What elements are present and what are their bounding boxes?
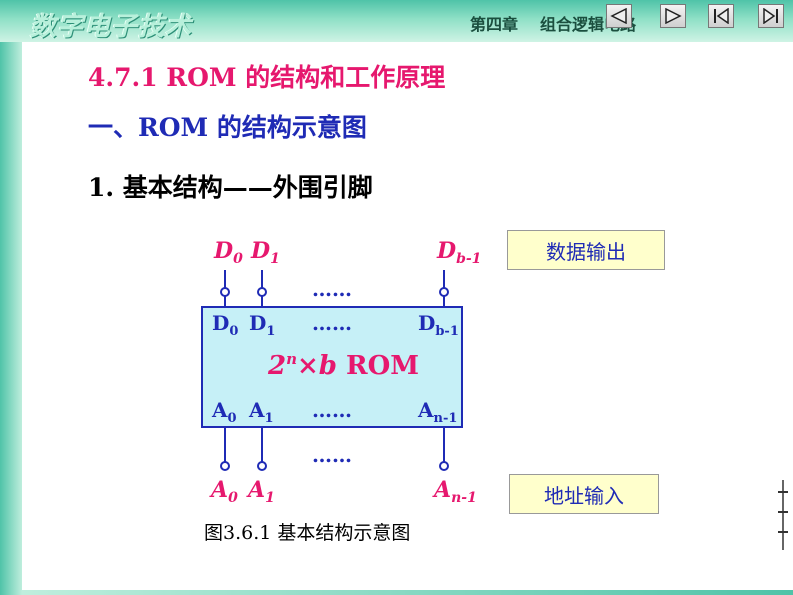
dots-bottom-inner: ……: [312, 398, 352, 422]
dots-top-outer: ……: [312, 277, 352, 301]
pin-label-an: An-1: [432, 477, 477, 506]
right-decor-marks: [778, 480, 788, 550]
pin-label-d0: D0: [213, 238, 243, 267]
address-input-tag: 地址输入: [509, 474, 659, 514]
inner-label-an: An-1: [417, 398, 457, 426]
figure-caption: 图3.6.1 基本结构示意图: [204, 522, 411, 544]
output-pins: [220, 270, 449, 307]
triangle-left-icon: [610, 8, 627, 24]
inner-label-d1: D1: [249, 311, 275, 339]
course-title: 数字电子技术: [30, 12, 193, 42]
input-pins: [220, 427, 449, 471]
rom-block: [201, 306, 463, 428]
pin-terminal-a0: [220, 461, 230, 471]
pin-terminal-d1: [257, 287, 267, 297]
pin-terminal-a1: [257, 461, 267, 471]
pin-terminal-an: [439, 461, 449, 471]
pin-label-a0: A0: [209, 477, 238, 506]
bottom-decor-bar: [22, 590, 793, 595]
left-decor-bar: [0, 42, 22, 595]
pin-label-db: Db-1: [436, 238, 481, 267]
pin-terminal-d0: [220, 287, 230, 297]
skip-end-icon: [763, 8, 778, 24]
next-button[interactable]: [660, 4, 686, 28]
top-banner: 数字电子技术 第四章组合逻辑电路: [0, 0, 793, 42]
data-output-tag: 数据输出: [507, 230, 665, 270]
pin-label-d1: D1: [250, 238, 280, 267]
first-page-button[interactable]: [708, 4, 734, 28]
last-page-button[interactable]: [758, 4, 784, 28]
pin-terminal-db: [439, 287, 449, 297]
section-title: 4.7.1 ROM 的结构和工作原理: [88, 63, 446, 92]
dots-bottom-outer: ……: [312, 443, 352, 467]
prev-button[interactable]: [606, 4, 632, 28]
subsection-title: 一、ROM 的结构示意图: [88, 113, 367, 142]
triangle-right-icon: [665, 8, 682, 24]
item-heading: 1. 基本结构——外围引脚: [88, 173, 373, 202]
skip-start-icon: [714, 8, 729, 24]
pin-label-a1: A1: [246, 477, 275, 506]
dots-top-inner: ……: [312, 311, 352, 335]
chapter-number: 第四章: [470, 15, 519, 34]
